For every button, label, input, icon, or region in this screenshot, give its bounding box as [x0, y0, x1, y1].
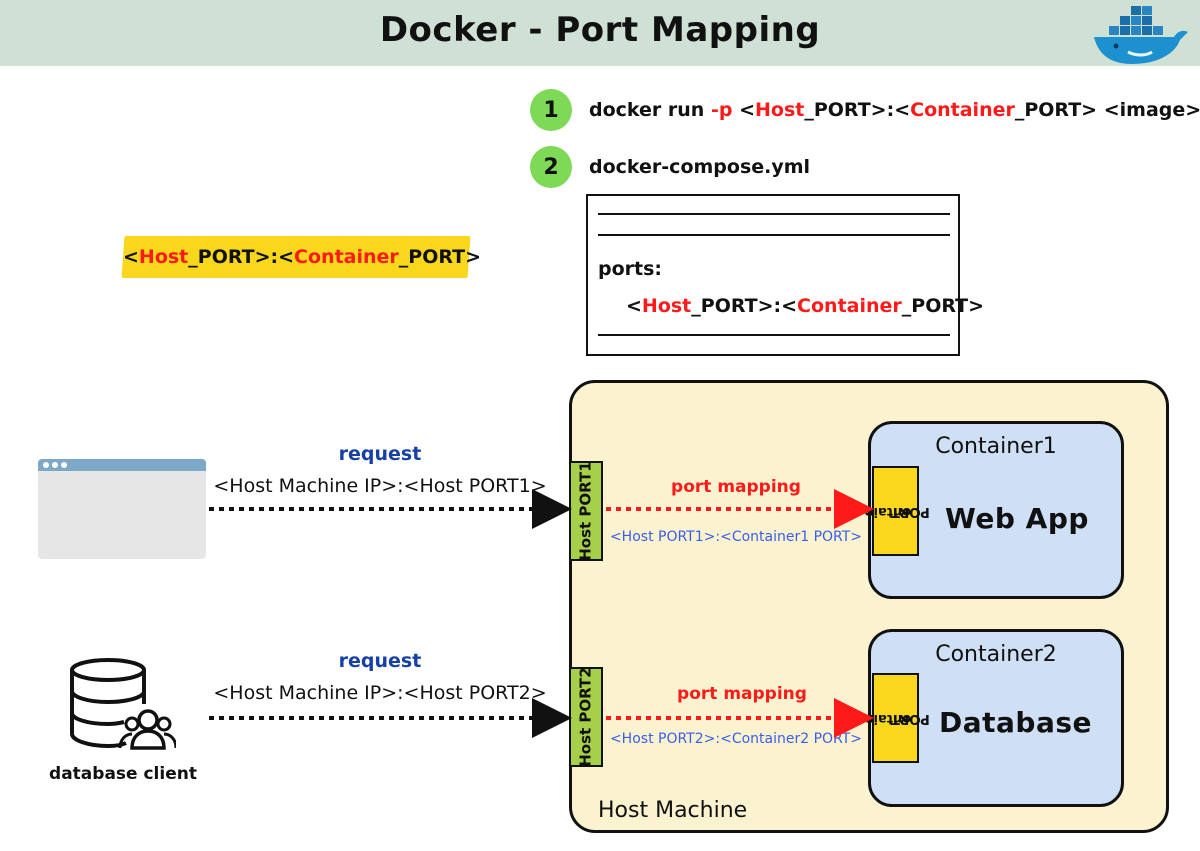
page-title: Docker - Port Mapping [379, 10, 821, 50]
cmd-part: _PORT>:< [804, 99, 911, 121]
database-label: Database [939, 706, 1093, 739]
database-client-icon [70, 658, 178, 754]
docker-whale-icon [1088, 2, 1192, 70]
container-1-box: Container1 Web App [868, 421, 1124, 599]
port-mapping-2-label: port mapping [677, 684, 807, 704]
syntax-container-word: Container [294, 246, 399, 268]
step-1-number: 1 [543, 97, 559, 123]
browser-title-bar [38, 459, 206, 471]
mapping-part: < [626, 295, 642, 317]
placeholder-line [598, 334, 950, 336]
placeholder-line [598, 213, 950, 215]
compose-file-box: ports: <Host_PORT>:<Container_PORT> [586, 194, 984, 356]
host-machine-label: Host Machine [598, 798, 748, 823]
syntax-part: < [123, 246, 139, 268]
database-client-label: database client [49, 764, 197, 784]
header-bar [0, 0, 1200, 66]
port-syntax-label: <Host_PORT>:<Container_PORT> [123, 246, 481, 268]
cmd-part: docker run [589, 99, 711, 121]
host-port-1-tab: Host PORT1 [569, 461, 603, 561]
request-2-label: request [338, 650, 422, 672]
syntax-part: _PORT>:< [188, 246, 295, 268]
compose-ports-key: ports: [598, 258, 663, 280]
web-app-label: Web App [945, 502, 1089, 535]
cmd-part: < [732, 99, 755, 121]
syntax-part: _PORT> [398, 246, 482, 268]
request-1-label: request [338, 443, 422, 465]
port-mapping-2-detail: <Host PORT2>:<Container2 PORT> [609, 731, 863, 747]
request-1-address: <Host Machine IP>:<Host PORT1> [213, 475, 547, 497]
cmd-part: _PORT> <image> [1014, 99, 1200, 121]
compose-filename: docker-compose.yml [589, 156, 811, 178]
window-dot [52, 462, 58, 468]
container-1-title: Container1 [935, 434, 1057, 459]
syntax-host-word: Host [138, 246, 189, 268]
host-port-2-tab: Host PORT2 [569, 667, 603, 767]
step-2-badge: 2 [530, 146, 572, 188]
mapping-container-word: Container [797, 295, 902, 317]
step-2-number: 2 [543, 154, 559, 180]
mapping-host-word: Host [641, 295, 692, 317]
cmd-container-word: Container [910, 99, 1015, 121]
port-mapping-1-detail: <Host PORT1>:<Container1 PORT> [609, 529, 863, 545]
container-2-title: Container2 [935, 642, 1057, 667]
step-1-badge: 1 [530, 89, 572, 131]
placeholder-line [598, 234, 950, 236]
window-dot [43, 462, 49, 468]
mapping-part: _PORT>:< [691, 295, 798, 317]
browser-window-icon [38, 459, 206, 559]
window-dot [61, 462, 67, 468]
cmd-host-word: Host [755, 99, 805, 121]
cmd-flag: -p [710, 99, 733, 121]
request-2-address: <Host Machine IP>:<Host PORT2> [213, 682, 547, 704]
port-mapping-1-label: port mapping [671, 477, 801, 497]
mapping-part: _PORT> [901, 295, 985, 317]
compose-port-mapping: <Host_PORT>:<Container_PORT> [626, 295, 984, 317]
docker-run-command: docker run -p <Host_PORT>:<Container_POR… [589, 99, 1200, 121]
